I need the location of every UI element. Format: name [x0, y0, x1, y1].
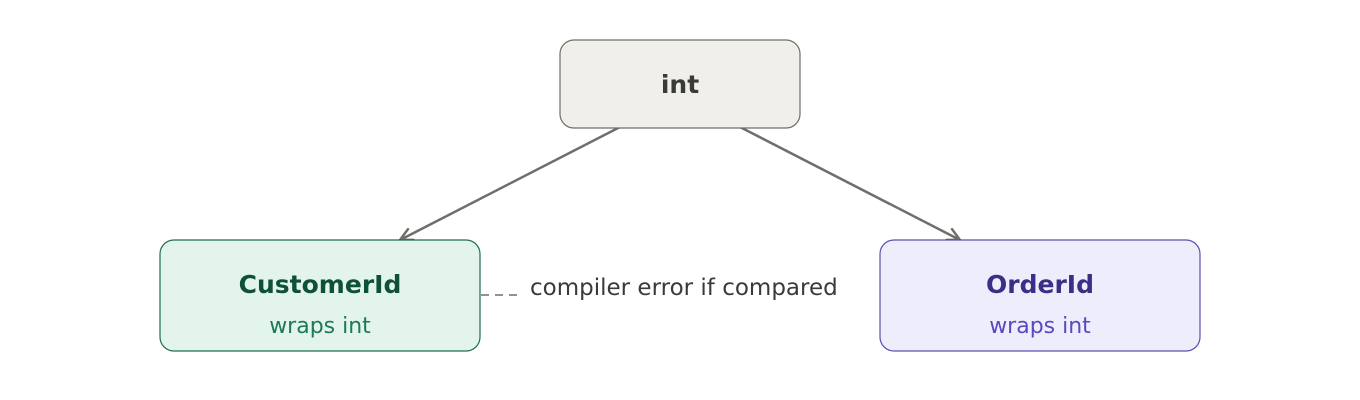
compare-annotation: compiler error if compared	[530, 275, 838, 301]
node-customerid-title: CustomerId	[239, 270, 402, 299]
node-int-box	[559, 39, 801, 129]
edge-int-to-customerid	[398, 125, 621, 242]
node-orderid-title: OrderId	[986, 270, 1094, 299]
edge-int-to-orderid	[739, 125, 962, 242]
node-orderid-subtitle: wraps int	[989, 314, 1091, 339]
node-int-title: int	[661, 70, 699, 99]
node-customerid: CustomerId wraps int	[159, 239, 481, 352]
node-customerid-subtitle: wraps int	[269, 314, 371, 339]
node-customerid-box	[159, 239, 481, 352]
node-int: int	[559, 39, 801, 129]
node-orderid-box	[879, 239, 1201, 352]
node-orderid: OrderId wraps int	[879, 239, 1201, 352]
